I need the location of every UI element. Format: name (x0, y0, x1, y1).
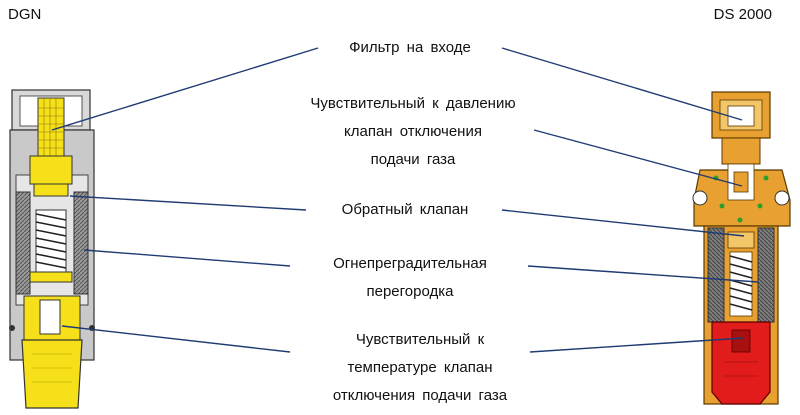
ds-check-valve (727, 231, 755, 249)
leader-filter-right (501, 47, 743, 121)
leader-lines (51, 47, 759, 353)
label-temperature-valve: Чувствительный к температуре клапан откл… (332, 331, 508, 404)
leader-temp-right (529, 337, 745, 353)
ds-temp-valve (711, 321, 771, 405)
leader-check-left (69, 195, 307, 211)
ds-spring (729, 255, 753, 311)
dgn-nozzle (21, 339, 83, 409)
ds-arrestor-right (757, 227, 775, 323)
leader-arrestor-left (83, 249, 291, 267)
ds-filter (727, 105, 755, 127)
leader-pressure-right (533, 129, 743, 187)
ds2000-title: DS 2000 (713, 6, 772, 23)
leader-filter-left (51, 47, 319, 131)
leader-arrestor-right (527, 265, 759, 283)
ds2000-device (692, 91, 791, 405)
dgn-arrestor-left (15, 191, 31, 295)
dgn-arrestor-right (73, 191, 89, 295)
leader-temp-left (61, 325, 291, 353)
dgn-title: DGN (8, 6, 42, 23)
label-inlet-filter: Фильтр на входе (349, 39, 471, 56)
label-check-valve: Обратный клапан (341, 201, 469, 218)
leader-check-right (501, 209, 745, 237)
label-pressure-valve: Чувствительный к давлению клапан отключе… (310, 95, 516, 168)
label-flame-arrestor: Огнепреградительная перегородка (333, 255, 487, 300)
dgn-device (9, 89, 95, 409)
dgn-spring (35, 213, 67, 269)
ds-arrestor-left (707, 227, 725, 323)
